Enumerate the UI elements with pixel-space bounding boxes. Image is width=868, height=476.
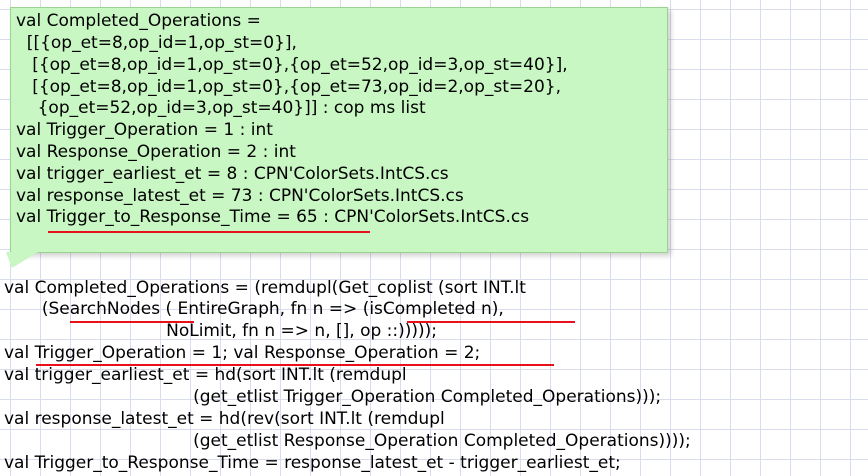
tooltip-line: val Trigger_to_Response_Time = 65 : CPN'… [16,207,530,227]
code-line: (get_etlist Response_Operation Completed… [4,431,691,451]
tooltip-line: val Completed_Operations = [16,11,261,31]
trigger-to-response-underline [48,231,370,233]
code-line: (get_etlist Trigger_Operation Completed_… [4,387,662,407]
tooltip-line: val response_latest_et = 73 : CPN'ColorS… [16,186,464,206]
code-line: val response_latest_et = hd(rev(sort INT… [4,409,445,429]
tooltip-line: {op_et=52,op_id=3,op_st=40}]] : cop ms l… [16,98,426,118]
trigger-response-operation-underline [36,364,554,366]
tooltip-line: val Trigger_Operation = 1 : int [16,120,273,140]
code-line: val Trigger_to_Response_Time = response_… [4,453,621,473]
code-line: (SearchNodes ( EntireGraph, fn n => (isC… [4,299,504,319]
tooltip-line: [[{op_et=8,op_id=1,op_st=0}], [16,33,297,53]
iscompleted-underline [407,321,575,323]
code-line: val Trigger_Operation = 1; val Response_… [4,343,481,363]
searchnodes-underline [70,321,194,323]
code-line: val Completed_Operations = (remdupl(Get_… [4,278,526,298]
tooltip-line: [{op_et=8,op_id=1,op_st=0},{op_et=52,op_… [16,55,568,75]
tooltip-line: val Response_Operation = 2 : int [16,142,296,162]
tooltip-line: val trigger_earliest_et = 8 : CPN'ColorS… [16,164,449,184]
tooltip-pointer [6,252,38,268]
result-tooltip [10,7,668,253]
tooltip-line: [{op_et=8,op_id=1,op_st=0},{op_et=73,op_… [16,77,561,97]
code-line: val trigger_earliest_et = hd(sort INT.lt… [4,365,407,385]
code-line: NoLimit, fn n => n, [], op ::))))); [4,321,438,341]
